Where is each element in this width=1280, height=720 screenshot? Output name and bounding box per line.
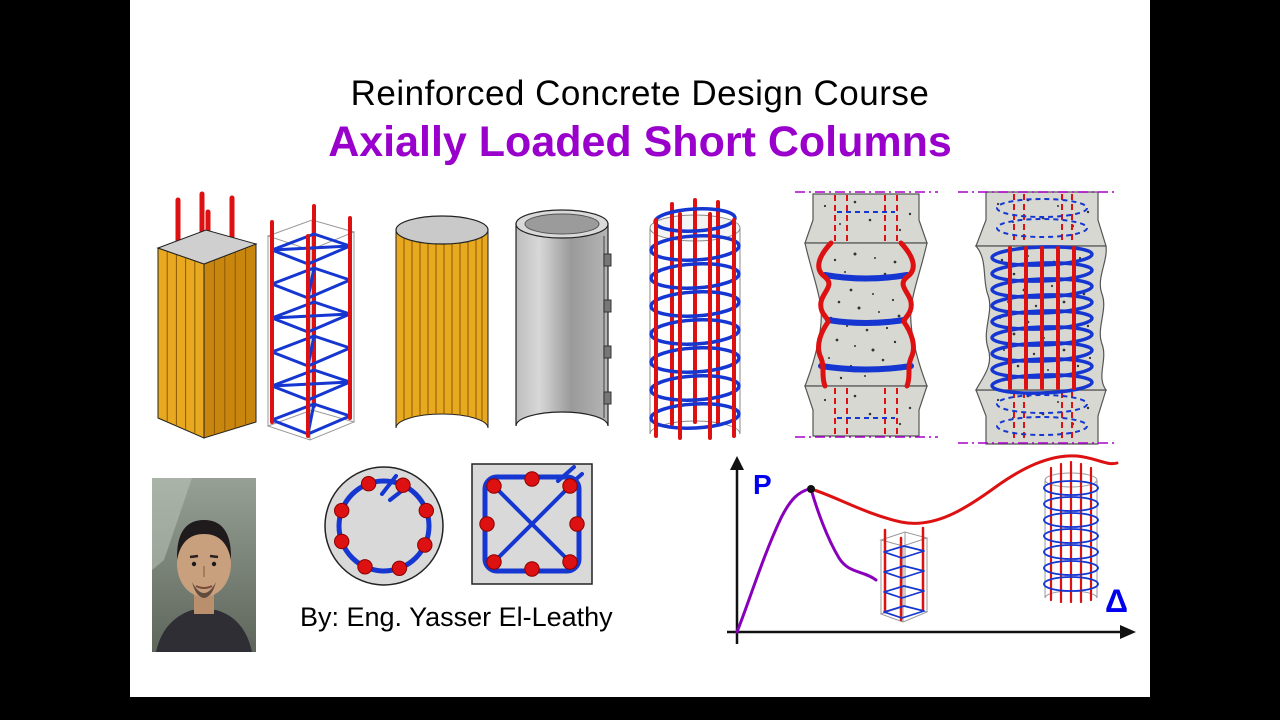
mini-spiral-column-sketch: [1043, 460, 1099, 604]
load-deflection-graph: P Δ: [727, 454, 1136, 644]
tied-column-descending-curve: [809, 487, 878, 582]
delta-axis-label: Δ: [1105, 583, 1128, 619]
p-axis-label: P: [753, 469, 772, 500]
spiral-column-post-peak-curve: [809, 454, 1119, 525]
spiral-column-failure-figure: [958, 191, 1118, 445]
instructor-photo: [152, 478, 256, 652]
circular-timber-formwork-column-figure: [395, 215, 489, 429]
slide-title: Reinforced Concrete Design Course: [350, 74, 930, 113]
slide-subtitle: Axially Loaded Short Columns: [328, 118, 952, 166]
slide: Reinforced Concrete Design Course Axiall…: [130, 0, 1150, 697]
square-timber-formwork-column-figure: [156, 191, 258, 439]
tied-column-cross-section-figure: [471, 463, 593, 585]
circular-steel-form-column-figure: [515, 209, 612, 427]
byline: By: Eng. Yasser El-Leathy: [300, 602, 613, 632]
tied-column-failure-figure: [795, 191, 938, 438]
peak-point: [807, 485, 815, 493]
spiral-reinforcement-cage-figure: [649, 198, 741, 440]
ascending-branch-curve: [735, 487, 811, 634]
spiral-column-cross-section-figure: [324, 466, 444, 586]
square-tied-reinforcement-cage-figure: [266, 204, 356, 441]
mini-tied-column-sketch: [879, 526, 929, 623]
